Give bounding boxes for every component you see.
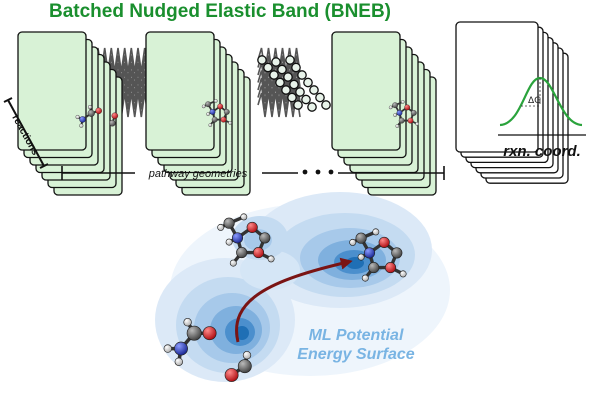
spring-coil [257, 92, 301, 118]
bead [315, 92, 325, 103]
molecule-reactant-icon [75, 105, 119, 128]
bead [291, 62, 301, 73]
bead [303, 77, 313, 88]
bead [321, 100, 331, 110]
image-card [17, 31, 87, 151]
bead [297, 70, 307, 80]
bead [263, 62, 273, 73]
pathway-geometries-axis: pathway geometries [61, 166, 445, 180]
bead [287, 92, 297, 103]
spring-coil [257, 85, 301, 110]
band-beads [257, 55, 331, 112]
energy-profile-stack [455, 21, 569, 184]
spring-coil [87, 47, 149, 73]
delta-g-label: ΔG [528, 96, 541, 106]
bead [309, 85, 319, 95]
image-stack-product [331, 31, 437, 196]
bead [293, 100, 303, 110]
bead [275, 77, 285, 88]
pathway-geometries-label: pathway geometries [148, 168, 248, 180]
molecule-ring-icon [201, 99, 232, 127]
molecule-reactant-icon [163, 318, 252, 382]
image-stack-reactant [17, 31, 123, 196]
profile-card [455, 21, 539, 153]
bead [307, 102, 317, 112]
molecule-ring-icon [217, 213, 275, 267]
figure-title: Batched Nudged Elastic Band (BNEB) [48, 1, 392, 22]
image-card [145, 31, 215, 151]
molecule-ring-icon [349, 228, 407, 282]
molecule-ring-icon [388, 100, 419, 128]
image-stack-intermediate [145, 31, 251, 196]
pes-label-line1: ML Potential [309, 327, 404, 344]
pes-label-line2: Energy Surface [297, 346, 414, 363]
bead [269, 70, 279, 80]
bead [285, 55, 295, 65]
bead [295, 87, 305, 97]
bead [289, 79, 299, 90]
reaction-arrow-icon [235, 257, 353, 343]
bead [277, 64, 287, 75]
bead [283, 72, 293, 82]
energy-profile-icon: ΔG rxn. coord. [498, 76, 586, 160]
bead [301, 94, 311, 105]
bead [257, 55, 267, 65]
bead [281, 85, 291, 95]
image-card [331, 31, 401, 151]
bead [271, 57, 281, 67]
rxn-coord-label: rxn. coord. [503, 143, 581, 160]
